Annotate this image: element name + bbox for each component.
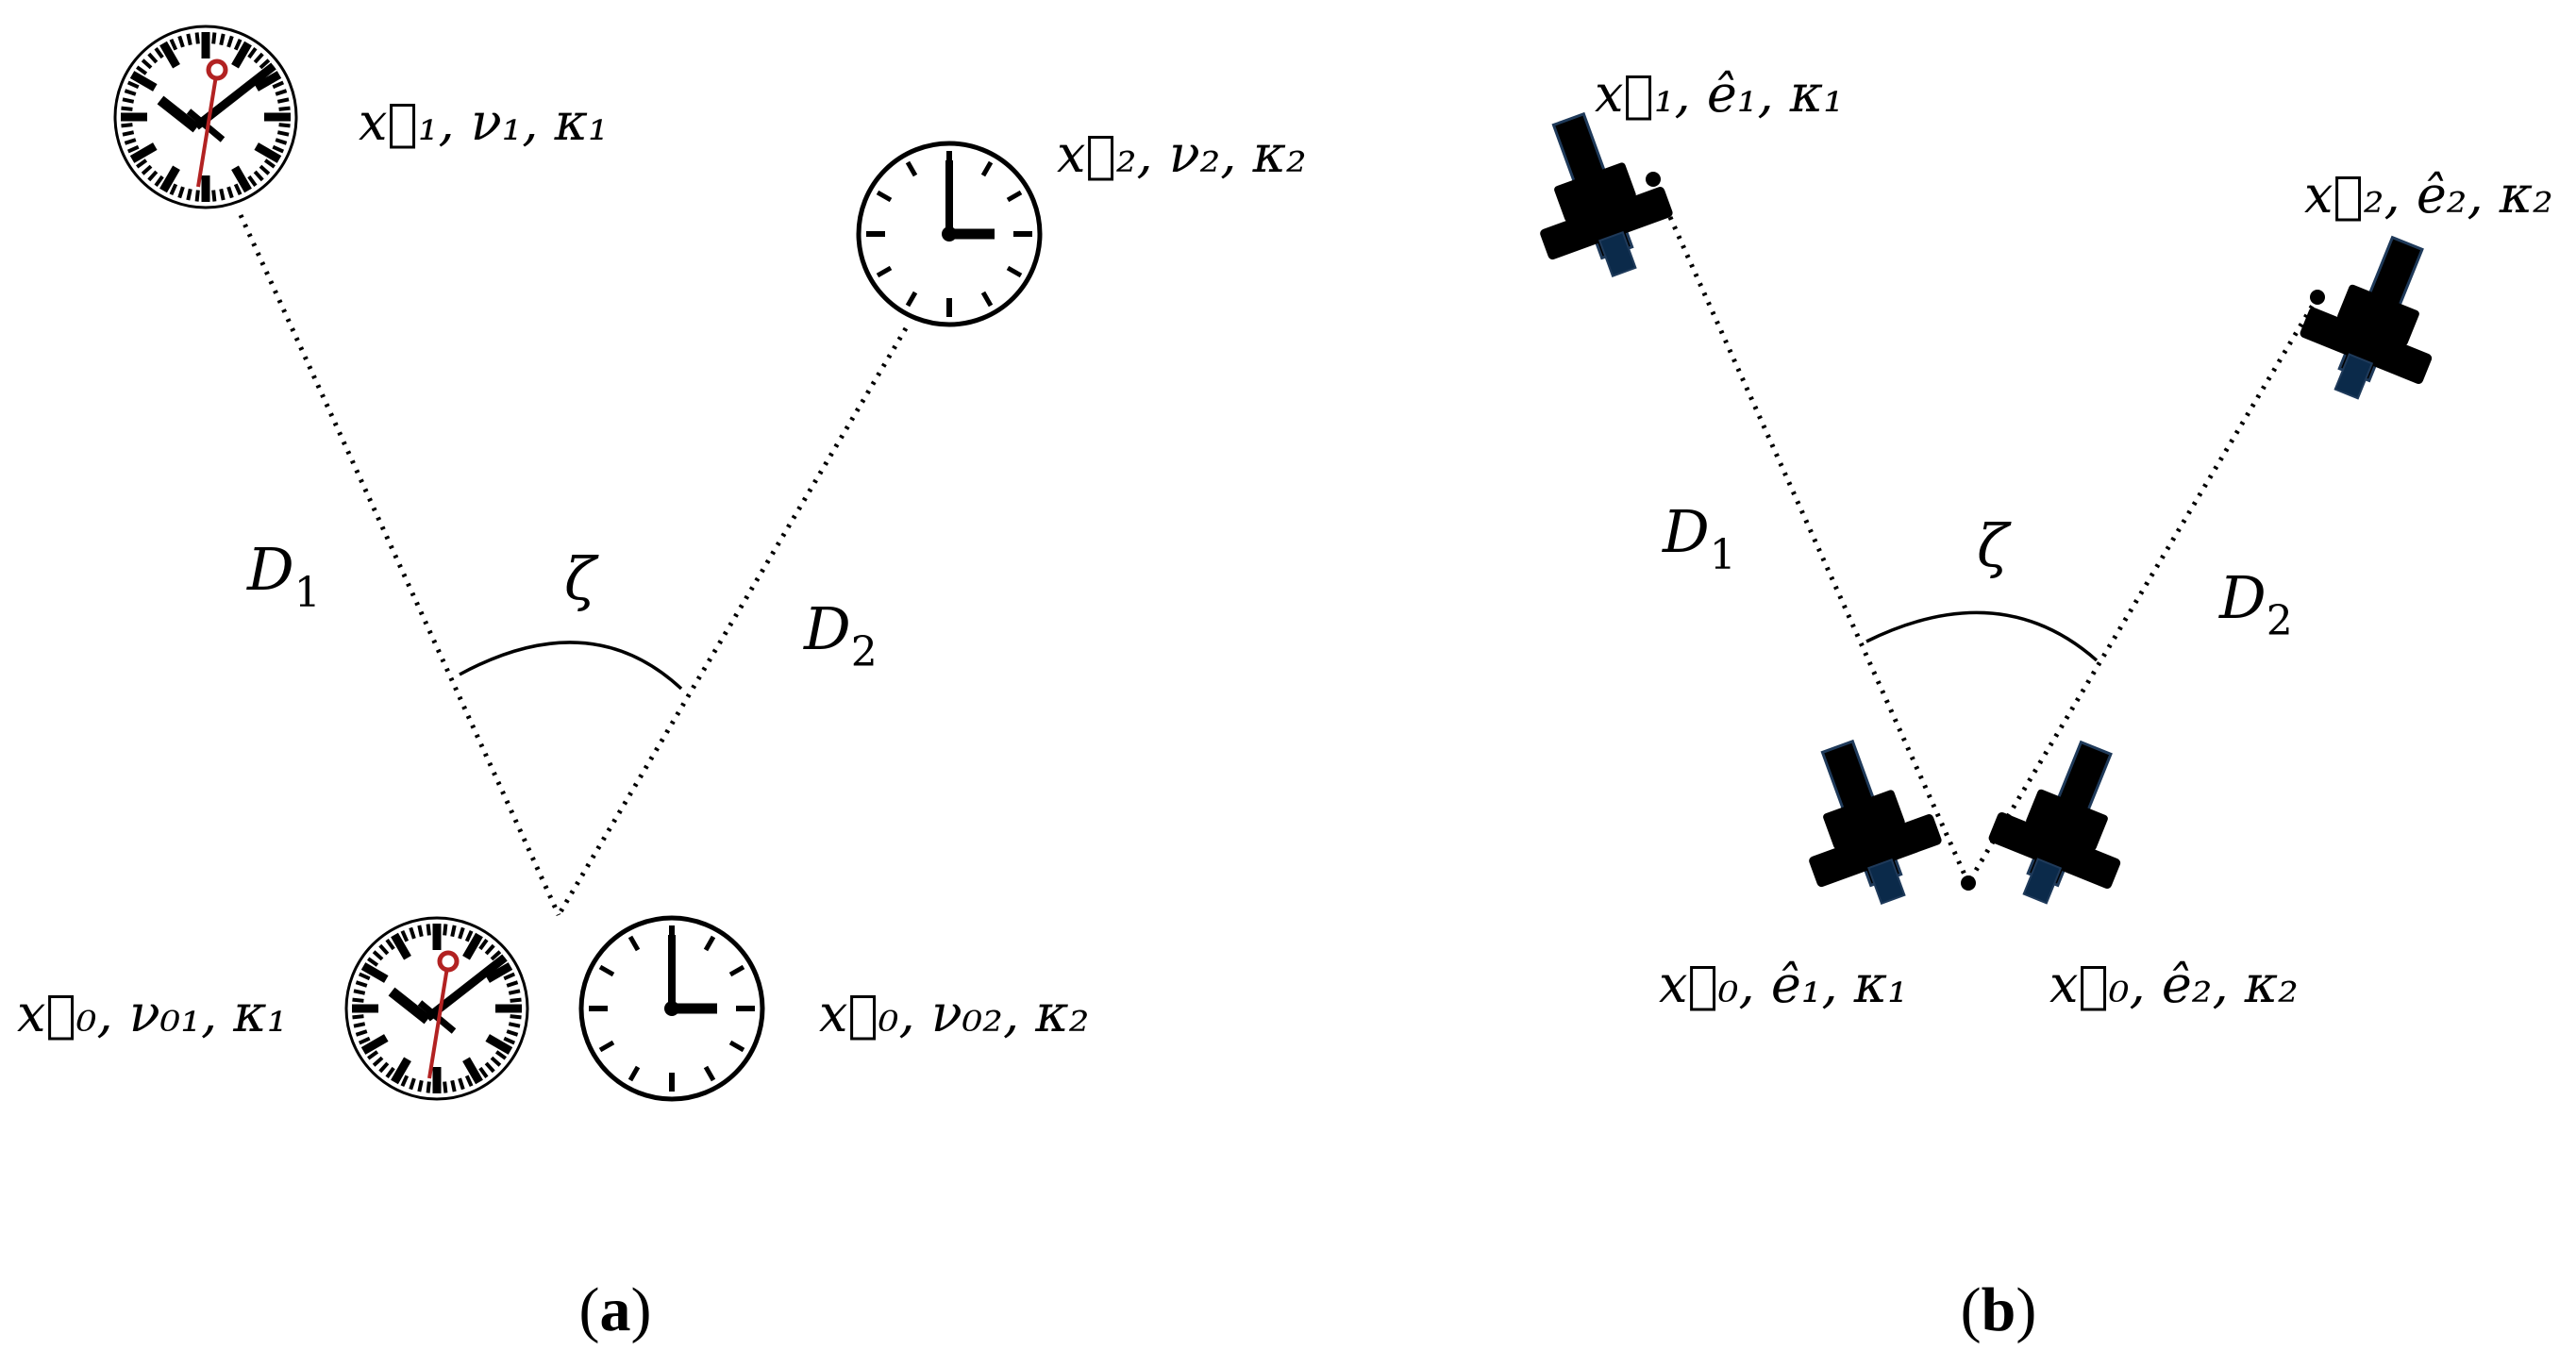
label-d2-a: D2	[803, 594, 878, 676]
panel-a: x⃗₁, ν₁, κ₁ x⃗₂, ν₂, κ₂ x⃗₀, ν₀₁, κ₁ x⃗₀…	[17, 26, 1307, 1344]
station-point-x2-b	[2310, 290, 2325, 305]
telescope-icon	[2283, 217, 2470, 421]
panel-b: x⃗₁, ê₁, κ₁ x⃗₂, ê₂, κ₂ x⃗₀, ê₁, κ₁ x⃗₀,…	[1505, 64, 2553, 1344]
label-x2-a: x⃗₂, ν₂, κ₂	[1057, 125, 1307, 184]
label-x2-b: x⃗₂, ê₂, κ₂	[2304, 165, 2553, 225]
angle-arc-a	[459, 641, 683, 691]
station-point-x0-b	[1961, 875, 1976, 891]
baseline-d1-a	[238, 213, 561, 917]
telescope-icon	[1972, 722, 2159, 925]
caption-a: (a)	[579, 1275, 652, 1344]
station-clock-icon	[115, 26, 296, 208]
label-x0-left-a: x⃗₀, ν₀₁, κ₁	[17, 984, 287, 1043]
angle-arc-b	[1865, 610, 2099, 662]
caption-b: (b)	[1961, 1275, 2037, 1344]
label-d1-a: D1	[246, 535, 321, 617]
label-x0-left-b: x⃗₀, ê₁, κ₁	[1659, 955, 1908, 1014]
label-x1-b: x⃗₁, ê₁, κ₁	[1595, 64, 1844, 124]
analog-clock-icon	[581, 918, 762, 1099]
label-d2-b: D2	[2218, 563, 2293, 645]
baseline-d2-a	[556, 326, 909, 917]
telescope-icon	[1505, 95, 1688, 296]
label-d1-b: D1	[1662, 497, 1736, 579]
label-zeta-a: ζ	[564, 544, 599, 613]
label-x0-right-a: x⃗₀, ν₀₂, κ₂	[819, 984, 1089, 1043]
analog-clock-icon	[859, 143, 1040, 325]
label-x1-a: x⃗₁, ν₁, κ₁	[359, 92, 609, 152]
baseline-d1-b	[1650, 177, 1971, 885]
label-zeta-b: ζ	[1977, 511, 2012, 580]
label-x0-right-b: x⃗₀, ê₂, κ₂	[2049, 955, 2299, 1014]
station-point-x1-b	[1646, 172, 1661, 187]
station-clock-icon	[346, 918, 527, 1099]
telescope-icon	[1774, 723, 1957, 924]
